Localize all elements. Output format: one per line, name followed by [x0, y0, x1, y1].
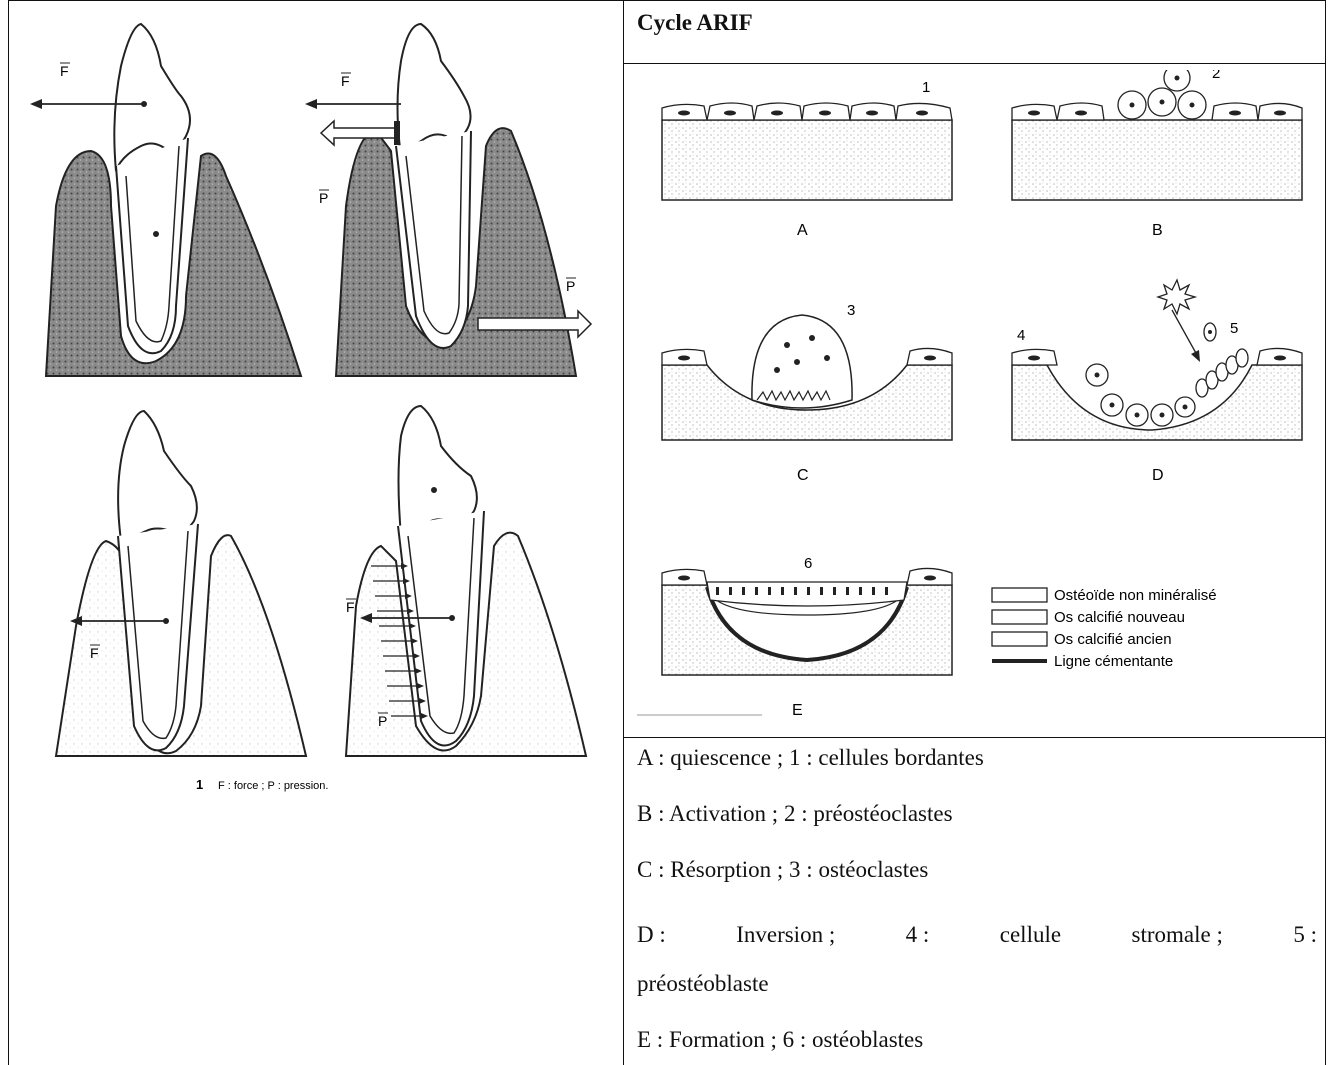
bone-remodeling-diagram: 1 A 2 B 3 C	[632, 70, 1322, 720]
description-word: 5 :	[1293, 922, 1317, 948]
pressure-label: P	[566, 278, 575, 294]
title-divider	[623, 63, 1326, 64]
legend-label: Os calcifié nouveau	[1054, 609, 1185, 626]
description-word: cellule	[1000, 922, 1061, 948]
legend-swatch-osteoid	[992, 588, 1047, 602]
figure-caption: F : force ; P : pression.	[218, 780, 328, 792]
diagram-divider	[623, 737, 1326, 738]
stage-letter: A	[797, 222, 808, 239]
pressure-label: P	[378, 713, 387, 729]
legend-label: Ostéoïde non minéralisé	[1054, 587, 1217, 604]
legend-label: Ligne cémentante	[1054, 653, 1173, 670]
description-word: 4 :	[906, 922, 930, 948]
force-label: F	[60, 63, 69, 79]
description-line-justified: D : Inversion ; 4 : cellule stromale ; 5…	[637, 922, 1317, 948]
panel-bottom-left: F	[56, 411, 306, 756]
diagram-legend: Ostéoïde non minéralisé Os calcifié nouv…	[992, 587, 1217, 670]
description-line: B : Activation ; 2 : préostéoclastes	[637, 802, 953, 825]
description-word: Inversion ;	[736, 922, 835, 948]
stage-A-panel: 1 A	[662, 79, 952, 239]
description-line: préostéoblaste	[637, 972, 769, 995]
force-label: F	[346, 599, 355, 615]
figure-number: 1	[196, 777, 203, 792]
force-label: F	[341, 73, 350, 89]
description-line: E : Formation ; 6 : ostéoblastes	[637, 1028, 923, 1051]
legend-label: Os calcifié ancien	[1054, 631, 1172, 648]
panel-top-left: F	[30, 24, 301, 376]
number-label: 6	[804, 555, 812, 572]
table-border-left	[8, 0, 9, 1065]
stage-letter: B	[1152, 222, 1163, 239]
stage-C-panel: 3 C	[662, 302, 952, 484]
pressure-label: P	[319, 190, 328, 206]
stage-letter: D	[1152, 467, 1164, 484]
description-word: D :	[637, 922, 666, 948]
description-line: A : quiescence ; 1 : cellules bordantes	[637, 746, 984, 769]
stage-D-panel: 4 5 D	[1012, 280, 1302, 484]
table-border-top	[8, 0, 1326, 1]
table-border-right	[1325, 0, 1326, 1065]
cycle-title: Cycle ARIF	[637, 10, 753, 36]
number-label: 1	[922, 79, 930, 96]
stage-E-panel: 6 E	[662, 555, 952, 719]
force-label: F	[90, 645, 99, 661]
panel-top-right: F P P	[305, 24, 591, 376]
stage-letter: E	[792, 702, 803, 719]
stage-letter: C	[797, 467, 809, 484]
description-line: C : Résorption ; 3 : ostéoclastes	[637, 858, 928, 881]
number-label: 2	[1212, 70, 1220, 82]
legend-swatch-new-bone	[992, 610, 1047, 624]
legend-swatch-old-bone	[992, 632, 1047, 646]
number-label: 4	[1017, 327, 1025, 344]
tooth-force-figure: F F P P F	[16, 6, 616, 806]
stage-B-panel: 2 B	[1012, 70, 1302, 239]
table-column-divider	[623, 0, 624, 1065]
number-label: 3	[847, 302, 855, 319]
description-word: stromale ;	[1132, 922, 1223, 948]
number-label: 5	[1230, 320, 1238, 337]
panel-bottom-right: F P	[346, 406, 586, 756]
